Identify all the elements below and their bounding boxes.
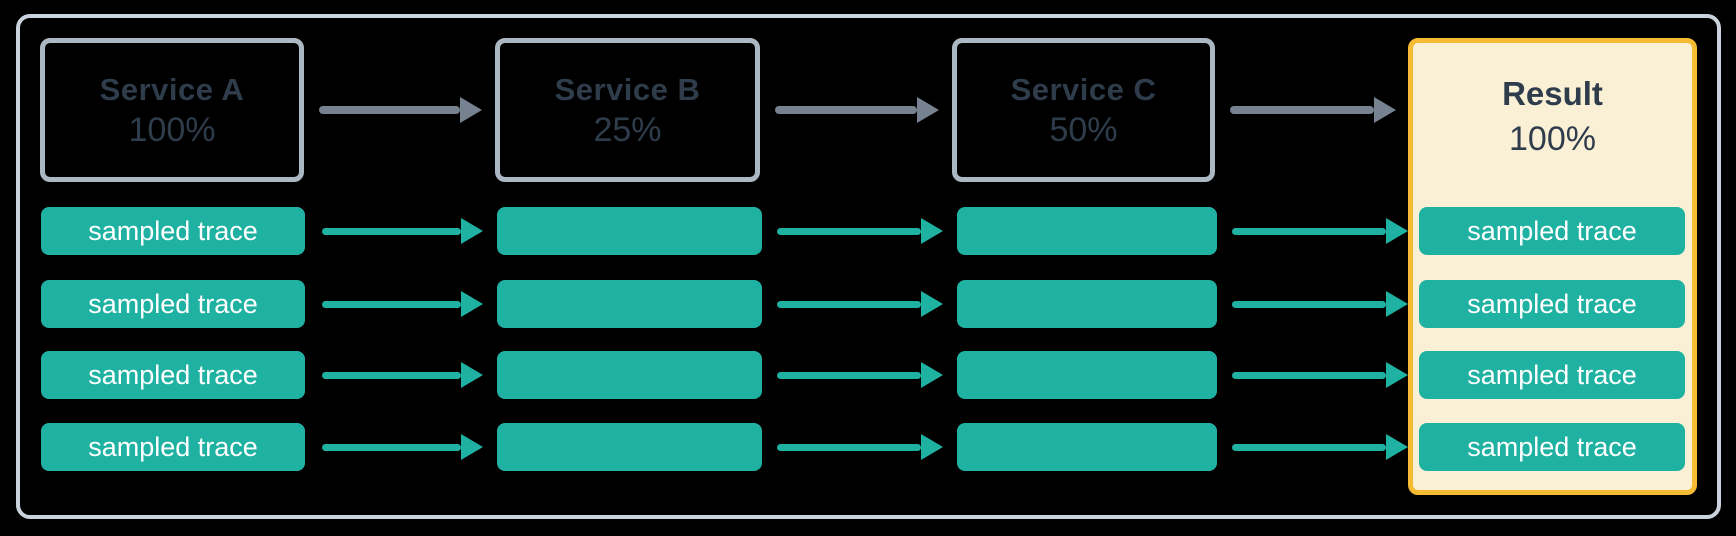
arrow-right-icon	[1232, 361, 1408, 389]
arrow-head	[921, 218, 943, 244]
sampled-trace-box: sampled trace	[1419, 280, 1685, 328]
service-b-rate: 25%	[593, 110, 662, 149]
service-c-box: Service C 50%	[952, 38, 1215, 182]
arrow-line	[1232, 371, 1386, 379]
result-header: Result 100%	[1413, 43, 1692, 156]
service-c-rate: 50%	[1049, 110, 1118, 149]
arrow-line	[1232, 300, 1386, 308]
arrow-head	[921, 362, 943, 388]
sampled-trace-box: sampled trace	[1419, 423, 1685, 471]
arrow-right-icon	[1232, 217, 1408, 245]
result-box: Result 100%	[1408, 38, 1697, 495]
arrow-right-icon	[322, 217, 483, 245]
result-title: Result	[1502, 75, 1603, 112]
sampled-trace-box: sampled trace	[41, 280, 305, 328]
trace-box	[957, 351, 1217, 399]
arrow-line	[322, 371, 461, 379]
arrow-right-icon	[322, 361, 483, 389]
arrow-head	[921, 434, 943, 460]
arrow-line	[1230, 106, 1374, 114]
arrow-head	[1386, 291, 1408, 317]
service-a-rate: 100%	[128, 110, 216, 149]
arrow-right-icon	[1230, 96, 1396, 124]
trace-box	[497, 207, 762, 255]
arrow-line	[1232, 227, 1386, 235]
arrow-head	[461, 291, 483, 317]
arrow-head	[461, 434, 483, 460]
arrow-line	[1232, 443, 1386, 451]
service-a-box: Service A 100%	[40, 38, 304, 182]
trace-box	[957, 280, 1217, 328]
arrow-right-icon	[322, 290, 483, 318]
arrow-head	[917, 97, 939, 123]
service-b-box: Service B 25%	[495, 38, 760, 182]
arrow-right-icon	[777, 290, 943, 318]
arrow-line	[777, 227, 921, 235]
arrow-head	[1374, 97, 1396, 123]
arrow-right-icon	[319, 96, 482, 124]
trace-box	[497, 423, 762, 471]
arrow-head	[1386, 362, 1408, 388]
pipeline-frame	[16, 14, 1721, 519]
sampled-trace-box: sampled trace	[41, 207, 305, 255]
trace-box	[497, 280, 762, 328]
arrow-head	[1386, 434, 1408, 460]
trace-box	[497, 351, 762, 399]
arrow-line	[775, 106, 917, 114]
sampled-trace-box: sampled trace	[1419, 207, 1685, 255]
arrow-line	[322, 227, 461, 235]
service-c-title: Service C	[1010, 71, 1157, 107]
sampled-trace-box: sampled trace	[1419, 351, 1685, 399]
arrow-line	[777, 300, 921, 308]
arrow-line	[322, 443, 461, 451]
arrow-line	[777, 371, 921, 379]
arrow-head	[1386, 218, 1408, 244]
arrow-line	[319, 106, 460, 114]
arrow-right-icon	[777, 217, 943, 245]
sampled-trace-box: sampled trace	[41, 423, 305, 471]
arrow-right-icon	[322, 433, 483, 461]
result-rate: 100%	[1509, 120, 1596, 158]
trace-box	[957, 207, 1217, 255]
arrow-line	[322, 300, 461, 308]
arrow-right-icon	[777, 433, 943, 461]
arrow-head	[921, 291, 943, 317]
arrow-head	[461, 362, 483, 388]
sampled-trace-box: sampled trace	[41, 351, 305, 399]
arrow-right-icon	[777, 361, 943, 389]
arrow-head	[461, 218, 483, 244]
arrow-head	[460, 97, 482, 123]
service-b-title: Service B	[554, 71, 701, 107]
arrow-right-icon	[1232, 433, 1408, 461]
service-a-title: Service A	[99, 71, 245, 107]
arrow-line	[777, 443, 921, 451]
arrow-right-icon	[1232, 290, 1408, 318]
trace-box	[957, 423, 1217, 471]
arrow-right-icon	[775, 96, 939, 124]
